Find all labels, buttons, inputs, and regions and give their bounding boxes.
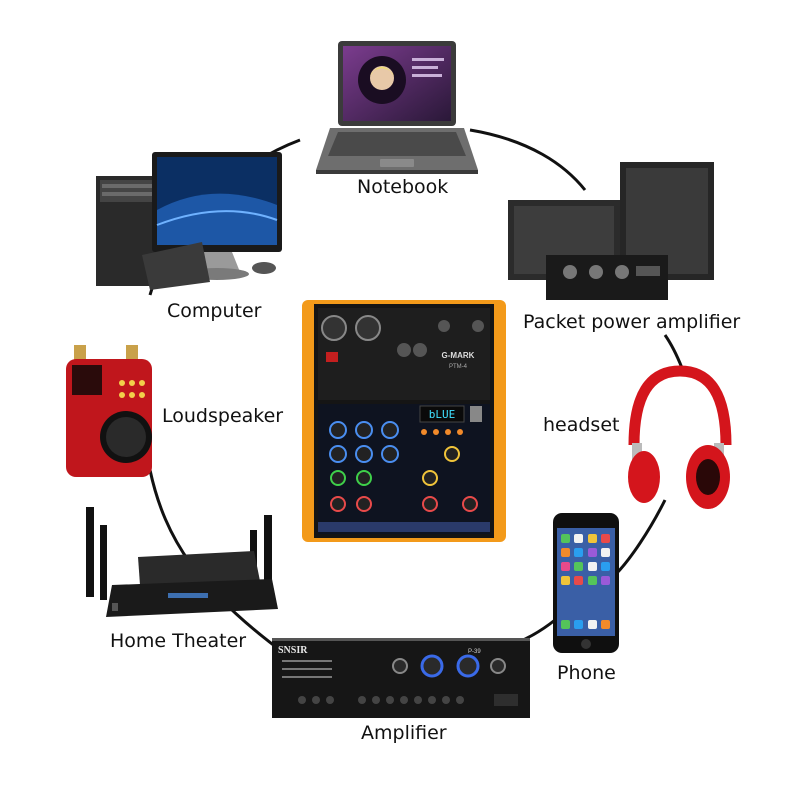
notebook-label: Notebook [357,176,449,198]
notebook-image [316,41,478,174]
phone-label: Phone [557,662,616,684]
amplifier-label: Amplifier [361,722,447,744]
mixer-brand: G-MARK [442,351,475,360]
headset-label: headset [543,414,620,436]
mixer-model: PTM-4 [449,364,468,370]
amplifier-model: P-39 [468,649,481,655]
amplifier-image: SNSIR P-39 [272,638,530,718]
loudspeaker-label: Loudspeaker [162,405,284,427]
power-amplifier-label: Packet power amplifier [523,311,741,333]
home-theater-image [86,507,278,617]
phone-image [553,513,619,653]
computer-label: Computer [167,300,262,322]
headset-image [628,365,732,509]
computer-image [96,152,282,290]
phone-app-grid [561,534,610,629]
loudspeaker-image [66,345,152,477]
mixer-image: G-MARK PTM-4 bLUE [302,300,506,542]
mixer-display: bLUE [429,408,456,421]
amplifier-brand: SNSIR [278,645,308,656]
power-amplifier-image [508,162,714,300]
home-theater-label: Home Theater [110,630,247,652]
